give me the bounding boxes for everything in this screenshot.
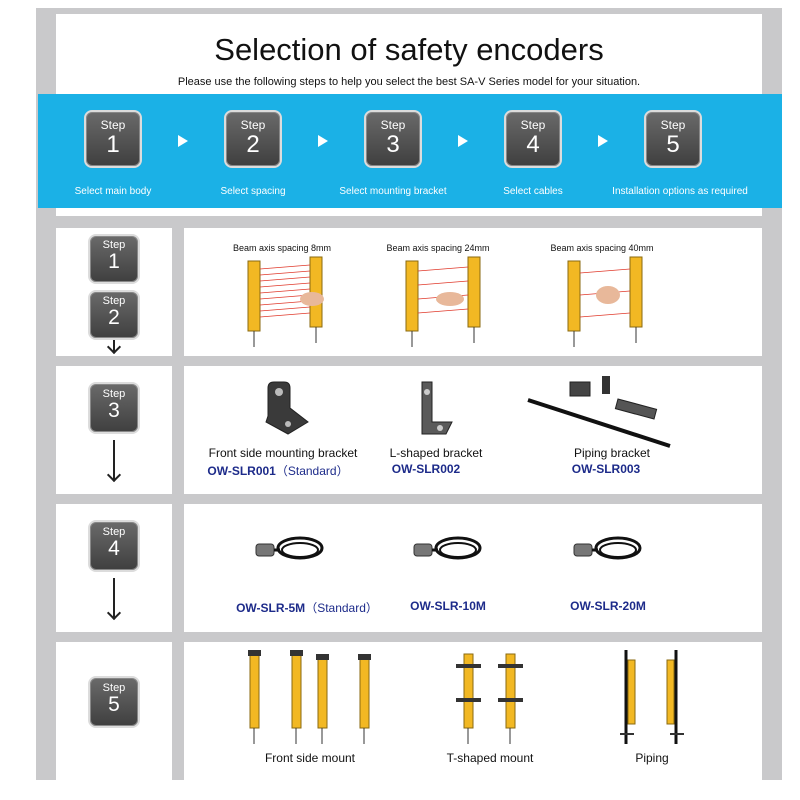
step-2-box[interactable]: Step 2 bbox=[224, 110, 282, 168]
step-5-box[interactable]: Step 5 bbox=[644, 110, 702, 168]
spacing-24mm-label: Beam axis spacing 24mm bbox=[386, 243, 490, 253]
spacing-40mm-label: Beam axis spacing 40mm bbox=[550, 243, 654, 253]
down-arrow-icon bbox=[113, 340, 115, 352]
step-number: 2 bbox=[108, 306, 120, 329]
step-word: Step bbox=[660, 118, 686, 132]
row-step-1-box: Step 1 bbox=[88, 234, 140, 284]
step-1-label: Select main body bbox=[74, 186, 152, 197]
bracket-front-code: OW-SLR001（Standard） bbox=[198, 462, 358, 479]
step-word: Step bbox=[102, 239, 126, 251]
cable-5m-code: OW-SLR-5M（Standard） bbox=[222, 599, 392, 616]
bracket-front-code-text: OW-SLR001 bbox=[207, 464, 276, 478]
light-curtain-40mm-image bbox=[567, 256, 643, 347]
light-curtain-8mm-image bbox=[247, 256, 324, 347]
arrow-right-icon bbox=[318, 135, 328, 147]
step-3-label: Select mounting bracket bbox=[339, 186, 447, 197]
spacing-8mm-label: Beam axis spacing 8mm bbox=[232, 243, 332, 253]
row-step-3-box: Step 3 bbox=[88, 382, 140, 434]
step-word: Step bbox=[380, 118, 406, 132]
cable-5m-image bbox=[255, 536, 324, 560]
l-bracket-image bbox=[421, 381, 453, 435]
cable-5m-note: （Standard） bbox=[305, 601, 378, 615]
bracket-front-name: Front side mounting bracket bbox=[208, 446, 358, 460]
arrow-right-icon bbox=[598, 135, 608, 147]
down-arrow-icon bbox=[113, 440, 115, 480]
front-side-mount-image bbox=[248, 650, 371, 744]
down-arrow-icon bbox=[113, 578, 115, 618]
step-word: Step bbox=[100, 118, 126, 132]
step-number: 4 bbox=[526, 131, 540, 158]
t-shaped-mount-image bbox=[456, 653, 523, 744]
row-step-5-box: Step 5 bbox=[88, 676, 140, 728]
step-4-box[interactable]: Step 4 bbox=[504, 110, 562, 168]
header: Selection of safety encoders Please use … bbox=[56, 14, 762, 96]
cable-10m-code: OW-SLR-10M bbox=[410, 599, 486, 613]
page-title: Selection of safety encoders bbox=[214, 32, 604, 67]
step-number: 1 bbox=[106, 131, 120, 158]
step-number: 5 bbox=[108, 693, 120, 716]
step-number: 1 bbox=[108, 250, 120, 273]
step-1-box[interactable]: Step 1 bbox=[84, 110, 142, 168]
step-2-label: Select spacing bbox=[220, 186, 286, 197]
step-word: Step bbox=[102, 388, 126, 400]
step-4-label: Select cables bbox=[503, 186, 563, 197]
step-number: 3 bbox=[386, 131, 400, 158]
cable-10m-image bbox=[413, 536, 482, 560]
front-bracket-image bbox=[265, 381, 309, 435]
step-number: 3 bbox=[108, 399, 120, 422]
arrow-right-icon bbox=[458, 135, 468, 147]
step-number: 2 bbox=[246, 131, 260, 158]
step-number: 4 bbox=[108, 537, 120, 560]
row-step-2-box: Step 2 bbox=[88, 290, 140, 340]
bracket-front-note: （Standard） bbox=[275, 464, 349, 478]
step-word: Step bbox=[520, 118, 546, 132]
light-curtain-24mm-image bbox=[405, 256, 481, 347]
cable-20m-code: OW-SLR-20M bbox=[570, 599, 646, 613]
step-word: Step bbox=[240, 118, 266, 132]
row-step-4-box: Step 4 bbox=[88, 520, 140, 572]
step-word: Step bbox=[102, 682, 126, 694]
bracket-piping-name: Piping bracket bbox=[573, 446, 651, 460]
arrow-right-icon bbox=[178, 135, 188, 147]
step-3-box[interactable]: Step 3 bbox=[364, 110, 422, 168]
bracket-l-code: OW-SLR002 bbox=[391, 462, 461, 476]
page-subtitle: Please use the following steps to help y… bbox=[177, 76, 641, 88]
mount-front-label: Front side mount bbox=[264, 751, 356, 765]
piping-bracket-image bbox=[527, 376, 671, 448]
step-5-label: Installation options as required bbox=[612, 186, 748, 197]
bracket-l-name: L-shaped bracket bbox=[389, 446, 483, 460]
cable-20m-image bbox=[573, 536, 642, 560]
cable-5m-code-text: OW-SLR-5M bbox=[236, 601, 306, 615]
step-word: Step bbox=[102, 295, 126, 307]
bracket-piping-code: OW-SLR003 bbox=[571, 462, 641, 476]
band-divider bbox=[56, 208, 762, 216]
row-cable-options bbox=[184, 504, 762, 632]
step-number: 5 bbox=[666, 131, 680, 158]
step-word: Step bbox=[102, 526, 126, 538]
mount-t-label: T-shaped mount bbox=[446, 751, 534, 765]
mount-piping-label: Piping bbox=[635, 751, 669, 765]
piping-mount-image bbox=[620, 650, 684, 744]
